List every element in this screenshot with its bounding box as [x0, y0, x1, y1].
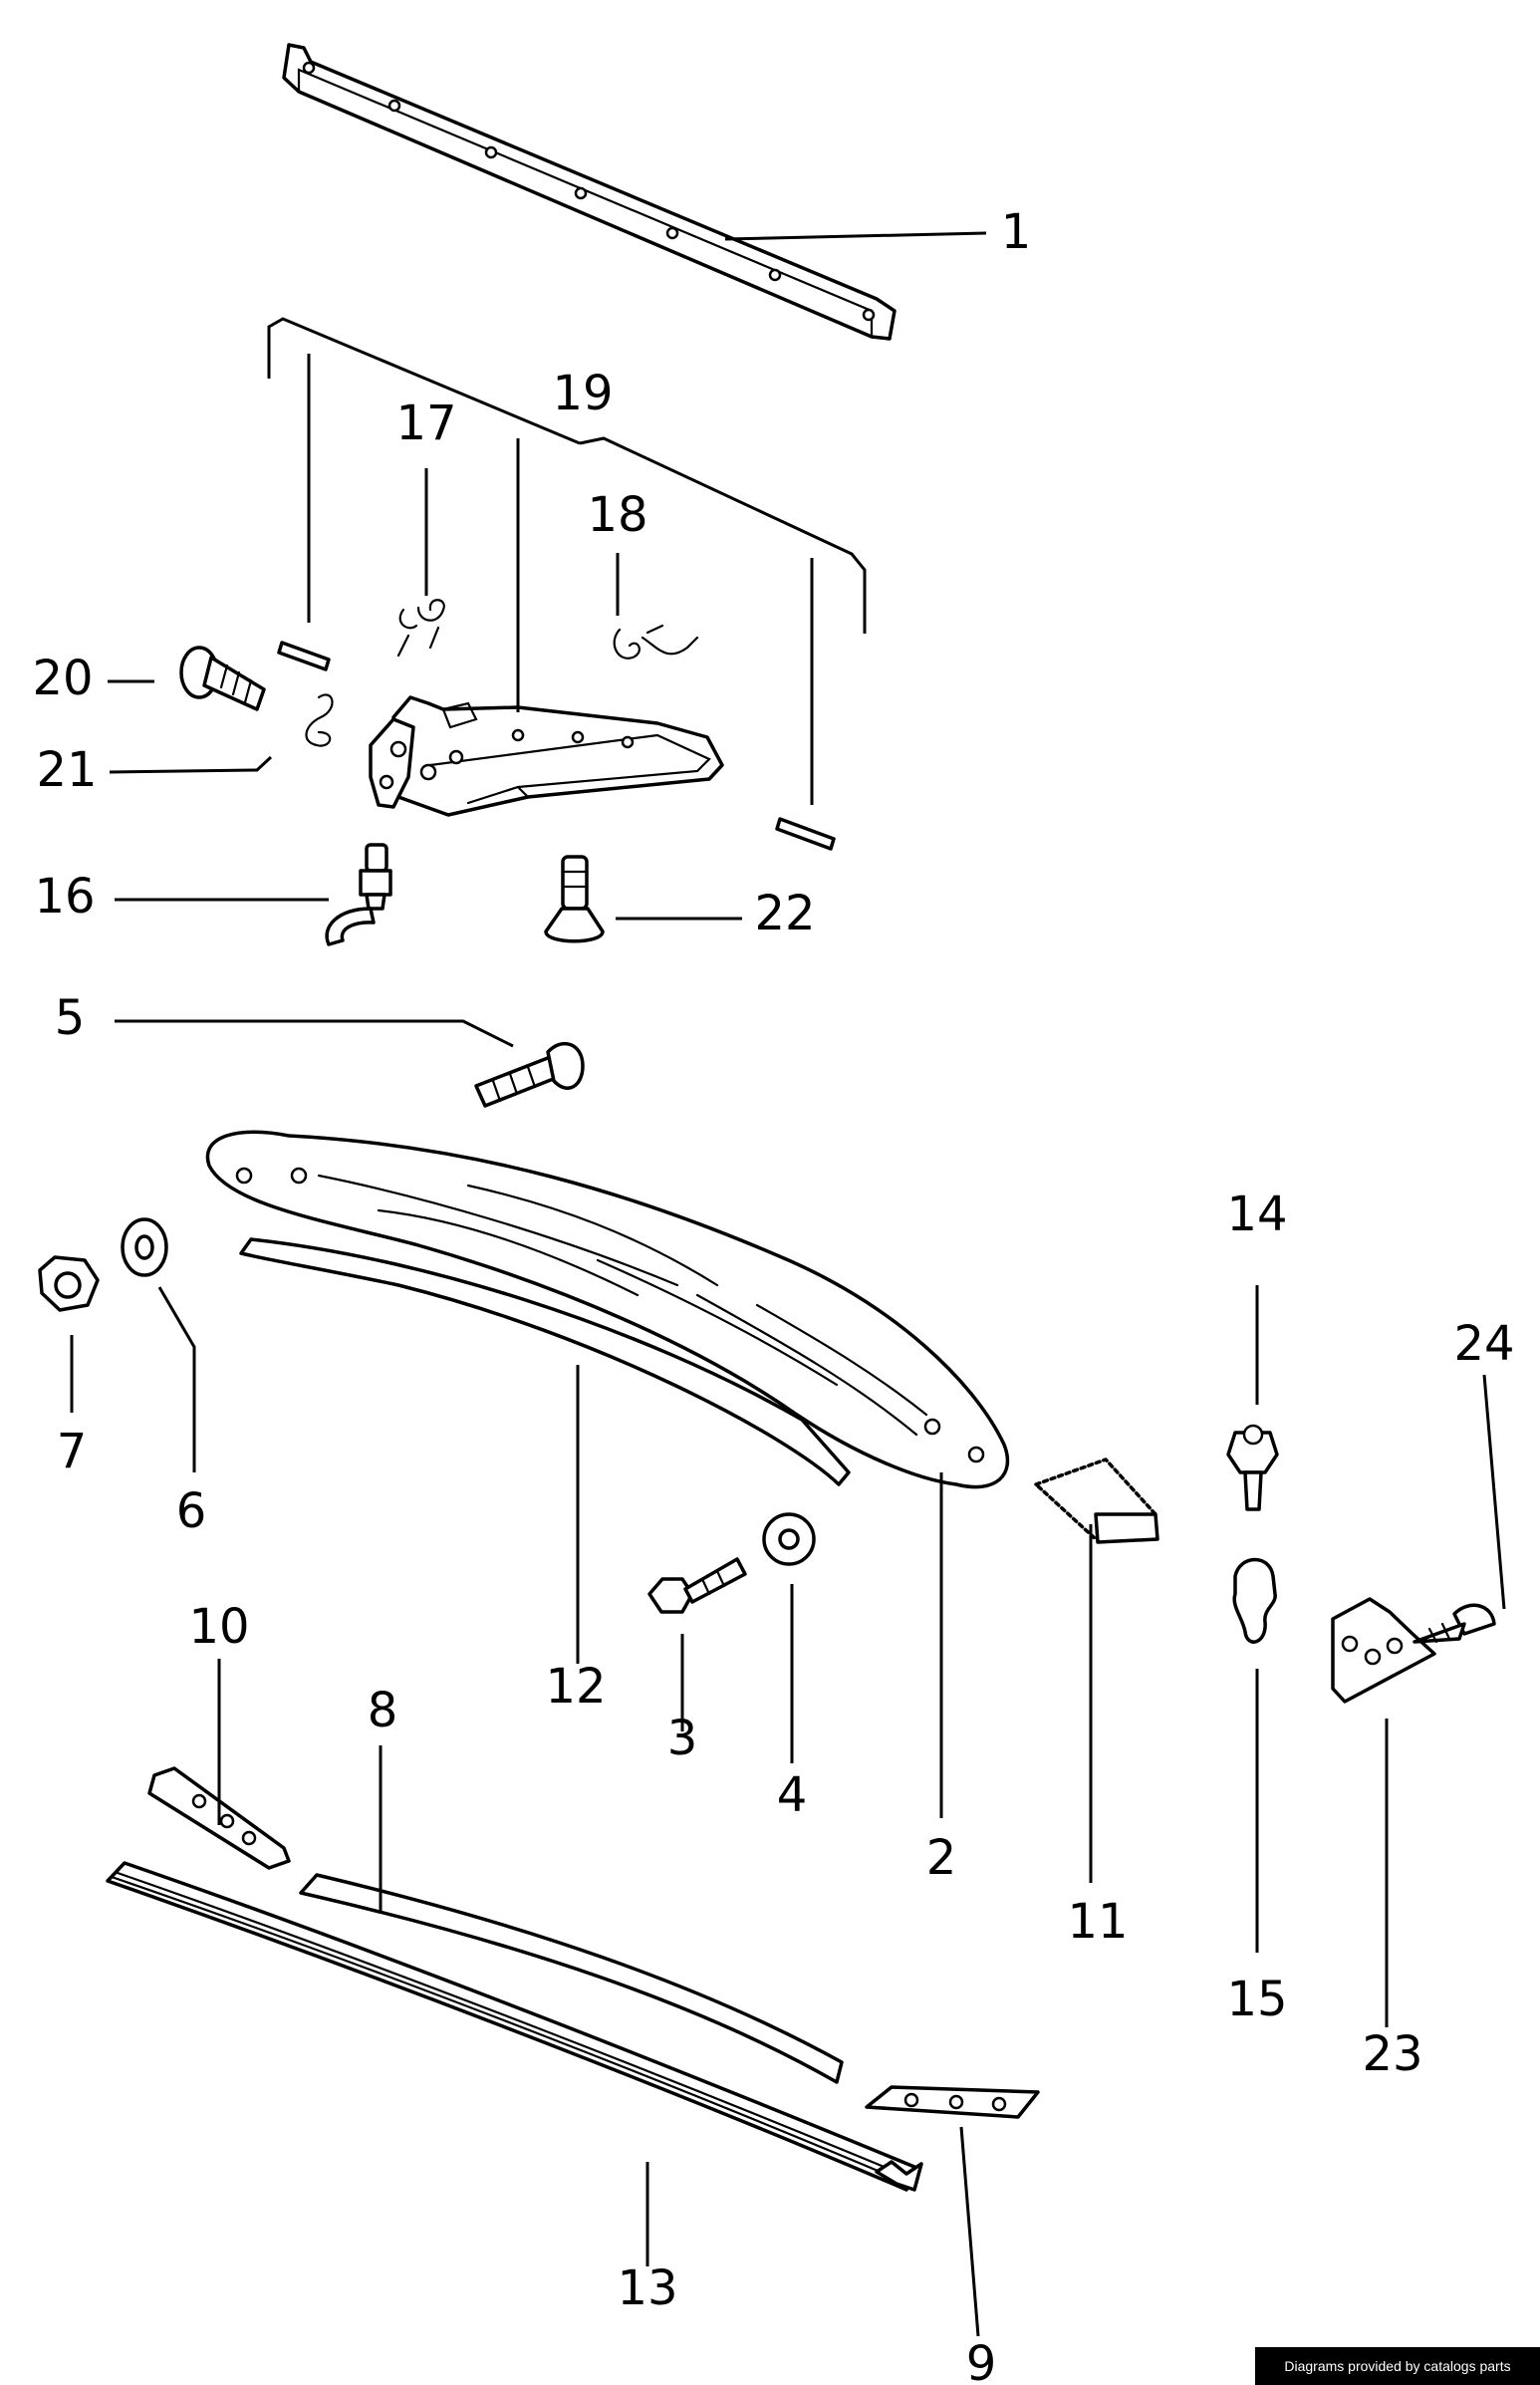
part-20-bolt [179, 646, 266, 711]
callout-3: 3 [667, 1711, 698, 1766]
callout-5: 5 [55, 990, 86, 1046]
callout-10: 10 [188, 1599, 249, 1655]
part-8-strip [299, 1873, 844, 2084]
callout-12: 12 [545, 1659, 606, 1715]
part-22-screw [544, 855, 605, 943]
part-18-spring [613, 624, 699, 660]
callout-15: 15 [1226, 1972, 1287, 2027]
part-2-wooden-bow [205, 1130, 1010, 1489]
callout-22: 22 [754, 886, 815, 941]
callout-20: 20 [32, 651, 93, 706]
part-15-stud [1232, 1557, 1277, 1644]
part-9-plate [865, 2085, 1040, 2119]
part-7-nut [38, 1255, 100, 1312]
part-21-clip [305, 693, 334, 747]
callout-1: 1 [1001, 204, 1032, 260]
part-12-strip [239, 1237, 851, 1486]
callout-19: 19 [552, 366, 613, 421]
part-11-block [1034, 1458, 1159, 1544]
leader-lines [70, 231, 1506, 2337]
part-6-washer [121, 1217, 168, 1277]
callout-2: 2 [926, 1830, 957, 1886]
pin-left [277, 641, 331, 671]
credit-badge: Diagrams provided by catalogs parts [1255, 2347, 1540, 2385]
callout-7: 7 [57, 1424, 88, 1479]
part-5-screw [474, 1041, 585, 1108]
part-17-spring [396, 599, 445, 658]
callout-9: 9 [966, 2336, 997, 2385]
callout-13: 13 [617, 2260, 677, 2316]
bracket-19 [267, 317, 867, 634]
part-14-snap [1226, 1424, 1279, 1511]
callout-23: 23 [1362, 2026, 1422, 2082]
part-13-seal [106, 1861, 923, 2192]
part-19-hinge [369, 695, 724, 817]
callout-8: 8 [368, 1683, 398, 1738]
callout-numbers: 1 2 3 4 5 6 7 8 9 10 11 12 13 14 15 16 1… [32, 204, 1514, 2385]
part-3-bolt [647, 1557, 747, 1614]
callout-21: 21 [36, 742, 97, 798]
part-24-screw [1412, 1603, 1496, 1644]
callout-11: 11 [1067, 1894, 1128, 1950]
part-4-washer [762, 1512, 816, 1566]
callout-18: 18 [587, 487, 647, 543]
callout-14: 14 [1226, 1187, 1287, 1242]
callout-17: 17 [395, 396, 456, 451]
part-1-top-rail [282, 43, 897, 341]
part-23-bracket [1331, 1597, 1436, 1704]
callout-6: 6 [176, 1483, 207, 1539]
callout-4: 4 [777, 1767, 808, 1823]
part-16-hook [325, 843, 392, 946]
callout-24: 24 [1453, 1316, 1514, 1372]
pin-right [775, 817, 836, 851]
callout-16: 16 [34, 869, 95, 925]
